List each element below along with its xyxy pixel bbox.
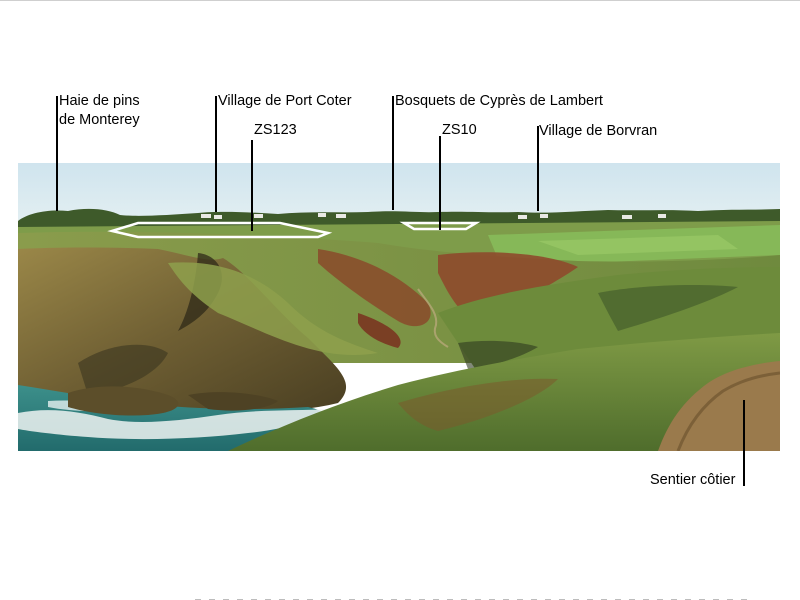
- foreground-rust: [398, 378, 558, 431]
- leader-line-port-coter: [215, 96, 217, 212]
- cliff-grass: [168, 262, 378, 355]
- label-zs10: ZS10: [442, 122, 477, 138]
- right-slope-shadow: [598, 285, 738, 331]
- label-haie-de-pins: Haie de pins de Monterey: [59, 92, 140, 130]
- leader-line-haie: [56, 96, 58, 211]
- rust-heath-1: [318, 249, 431, 327]
- leader-line-sentier: [743, 400, 745, 486]
- leader-line-borvran: [537, 126, 539, 211]
- sea-rocks-2: [188, 392, 278, 411]
- label-bosquets: Bosquets de Cyprès de Lambert: [395, 93, 603, 109]
- label-haie-line2: de Monterey: [59, 112, 140, 128]
- footer-text-fragment: [195, 594, 775, 600]
- leader-line-zs10: [439, 136, 441, 230]
- plot-outline-zs123: [107, 221, 333, 239]
- label-port-coter: Village de Port Coter: [218, 93, 352, 109]
- valley-shadow: [458, 340, 538, 369]
- label-haie-line1: Haie de pins: [59, 93, 140, 109]
- label-zs123: ZS123: [254, 122, 297, 138]
- cliff-shadow-2: [78, 344, 168, 395]
- coastal-path-edge: [676, 371, 780, 451]
- bright-field-2: [538, 235, 738, 255]
- valley-path: [417, 288, 449, 348]
- leader-line-zs123: [251, 140, 253, 231]
- landscape-illustration: [18, 163, 780, 451]
- plot-outline-zs10: [399, 221, 481, 231]
- sea-rocks: [68, 386, 179, 416]
- leader-line-bosquets: [392, 96, 394, 210]
- label-borvran: Village de Borvran: [539, 123, 658, 139]
- top-border: [0, 0, 800, 1]
- village-houses: [201, 213, 666, 219]
- rust-heath-3: [358, 313, 401, 348]
- label-sentier-cotier: Sentier côtier: [650, 472, 736, 488]
- landscape-photo: [18, 163, 780, 451]
- surf-foam: [18, 409, 328, 440]
- cropped-footer: [195, 594, 775, 600]
